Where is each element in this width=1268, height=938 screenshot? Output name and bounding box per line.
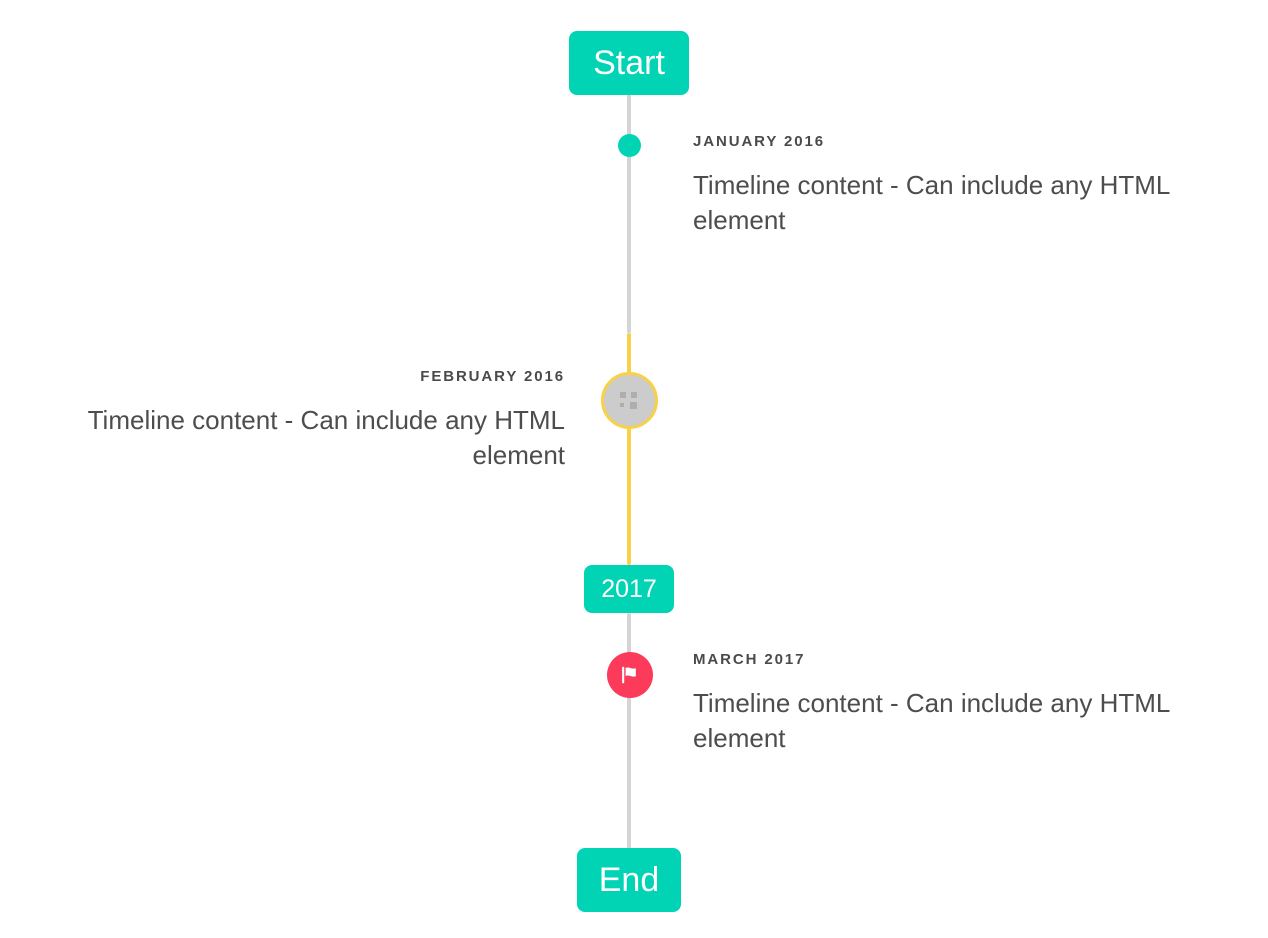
- timeline-entry-heading: FEBRUARY 2016: [420, 368, 565, 385]
- timeline-entry-january: JANUARY 2016 Timeline content - Can incl…: [693, 133, 1223, 237]
- broken-image-icon: [619, 391, 637, 409]
- timeline-entry-heading: JANUARY 2016: [693, 133, 826, 150]
- timeline-marker-broken-image-icon[interactable]: [601, 372, 658, 429]
- timeline-marker-dot-icon[interactable]: [618, 134, 641, 157]
- timeline-marker-flag-icon[interactable]: [607, 652, 653, 698]
- timeline-end-badge[interactable]: End: [577, 848, 681, 912]
- timeline-entry-february: FEBRUARY 2016 Timeline content - Can inc…: [40, 368, 565, 472]
- timeline-year-divider-badge[interactable]: 2017: [584, 565, 674, 613]
- timeline-entry-body: Timeline content - Can include any HTML …: [87, 405, 565, 470]
- timeline-entry-heading: MARCH 2017: [693, 651, 806, 668]
- timeline-start-badge[interactable]: Start: [569, 31, 689, 95]
- flag-icon: [622, 666, 636, 684]
- timeline-rail-segment-gray-bottom: [627, 613, 631, 856]
- timeline-rail-segment-gray-top: [627, 92, 631, 333]
- timeline-entry-march: MARCH 2017 Timeline content - Can includ…: [693, 651, 1223, 755]
- timeline-rail-segment-yellow: [627, 333, 631, 565]
- timeline-entry-body: Timeline content - Can include any HTML …: [693, 688, 1170, 753]
- timeline-entry-body: Timeline content - Can include any HTML …: [693, 170, 1170, 235]
